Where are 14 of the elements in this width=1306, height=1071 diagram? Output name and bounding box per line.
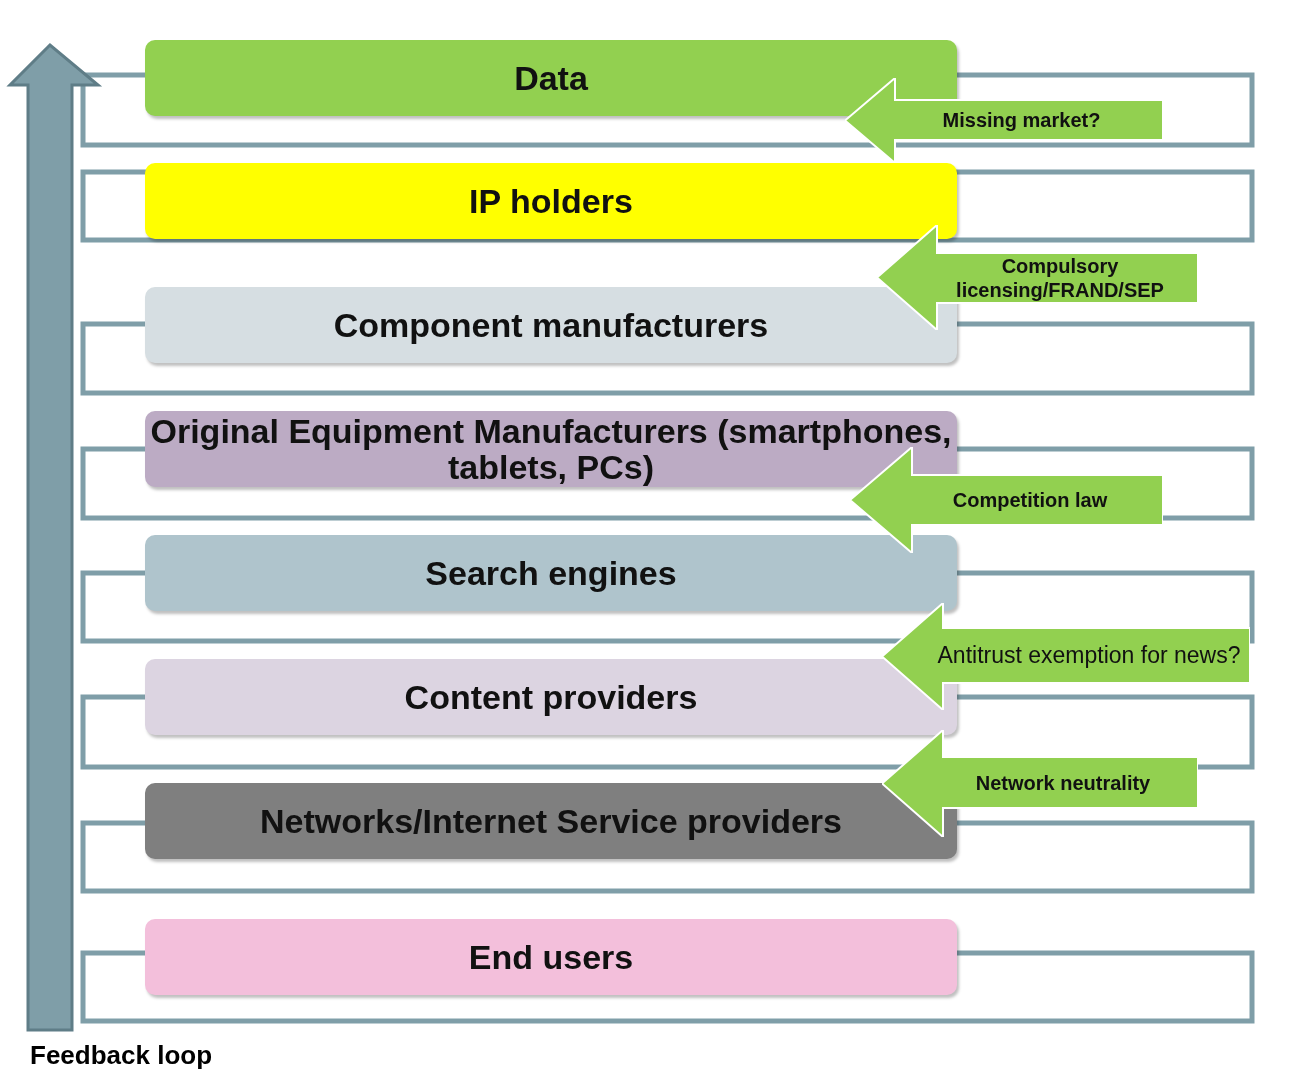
layer-box: Search engines <box>145 535 957 611</box>
arrow-callout <box>845 78 1163 163</box>
arrow-callout <box>877 225 1198 330</box>
layer-box: IP holders <box>145 163 957 239</box>
arrow-callout <box>882 603 1250 710</box>
callout-text: Competition law <box>951 488 1109 513</box>
axis-caption: Feedback loop <box>30 1040 213 1071</box>
layer-box: Networks/Internet Service providers <box>145 783 957 859</box>
arrow-callout <box>882 730 1198 837</box>
callout-text: Compulsory licensing/FRAND/SEP <box>955 254 1165 303</box>
layer-box: Component manufacturers <box>145 287 957 363</box>
layer-box: End users <box>145 919 957 995</box>
layer-box: Original Equipment Manufacturers (smartphones, tablets, PCs) <box>145 411 957 487</box>
callout-text: Network neutrality <box>974 770 1152 796</box>
